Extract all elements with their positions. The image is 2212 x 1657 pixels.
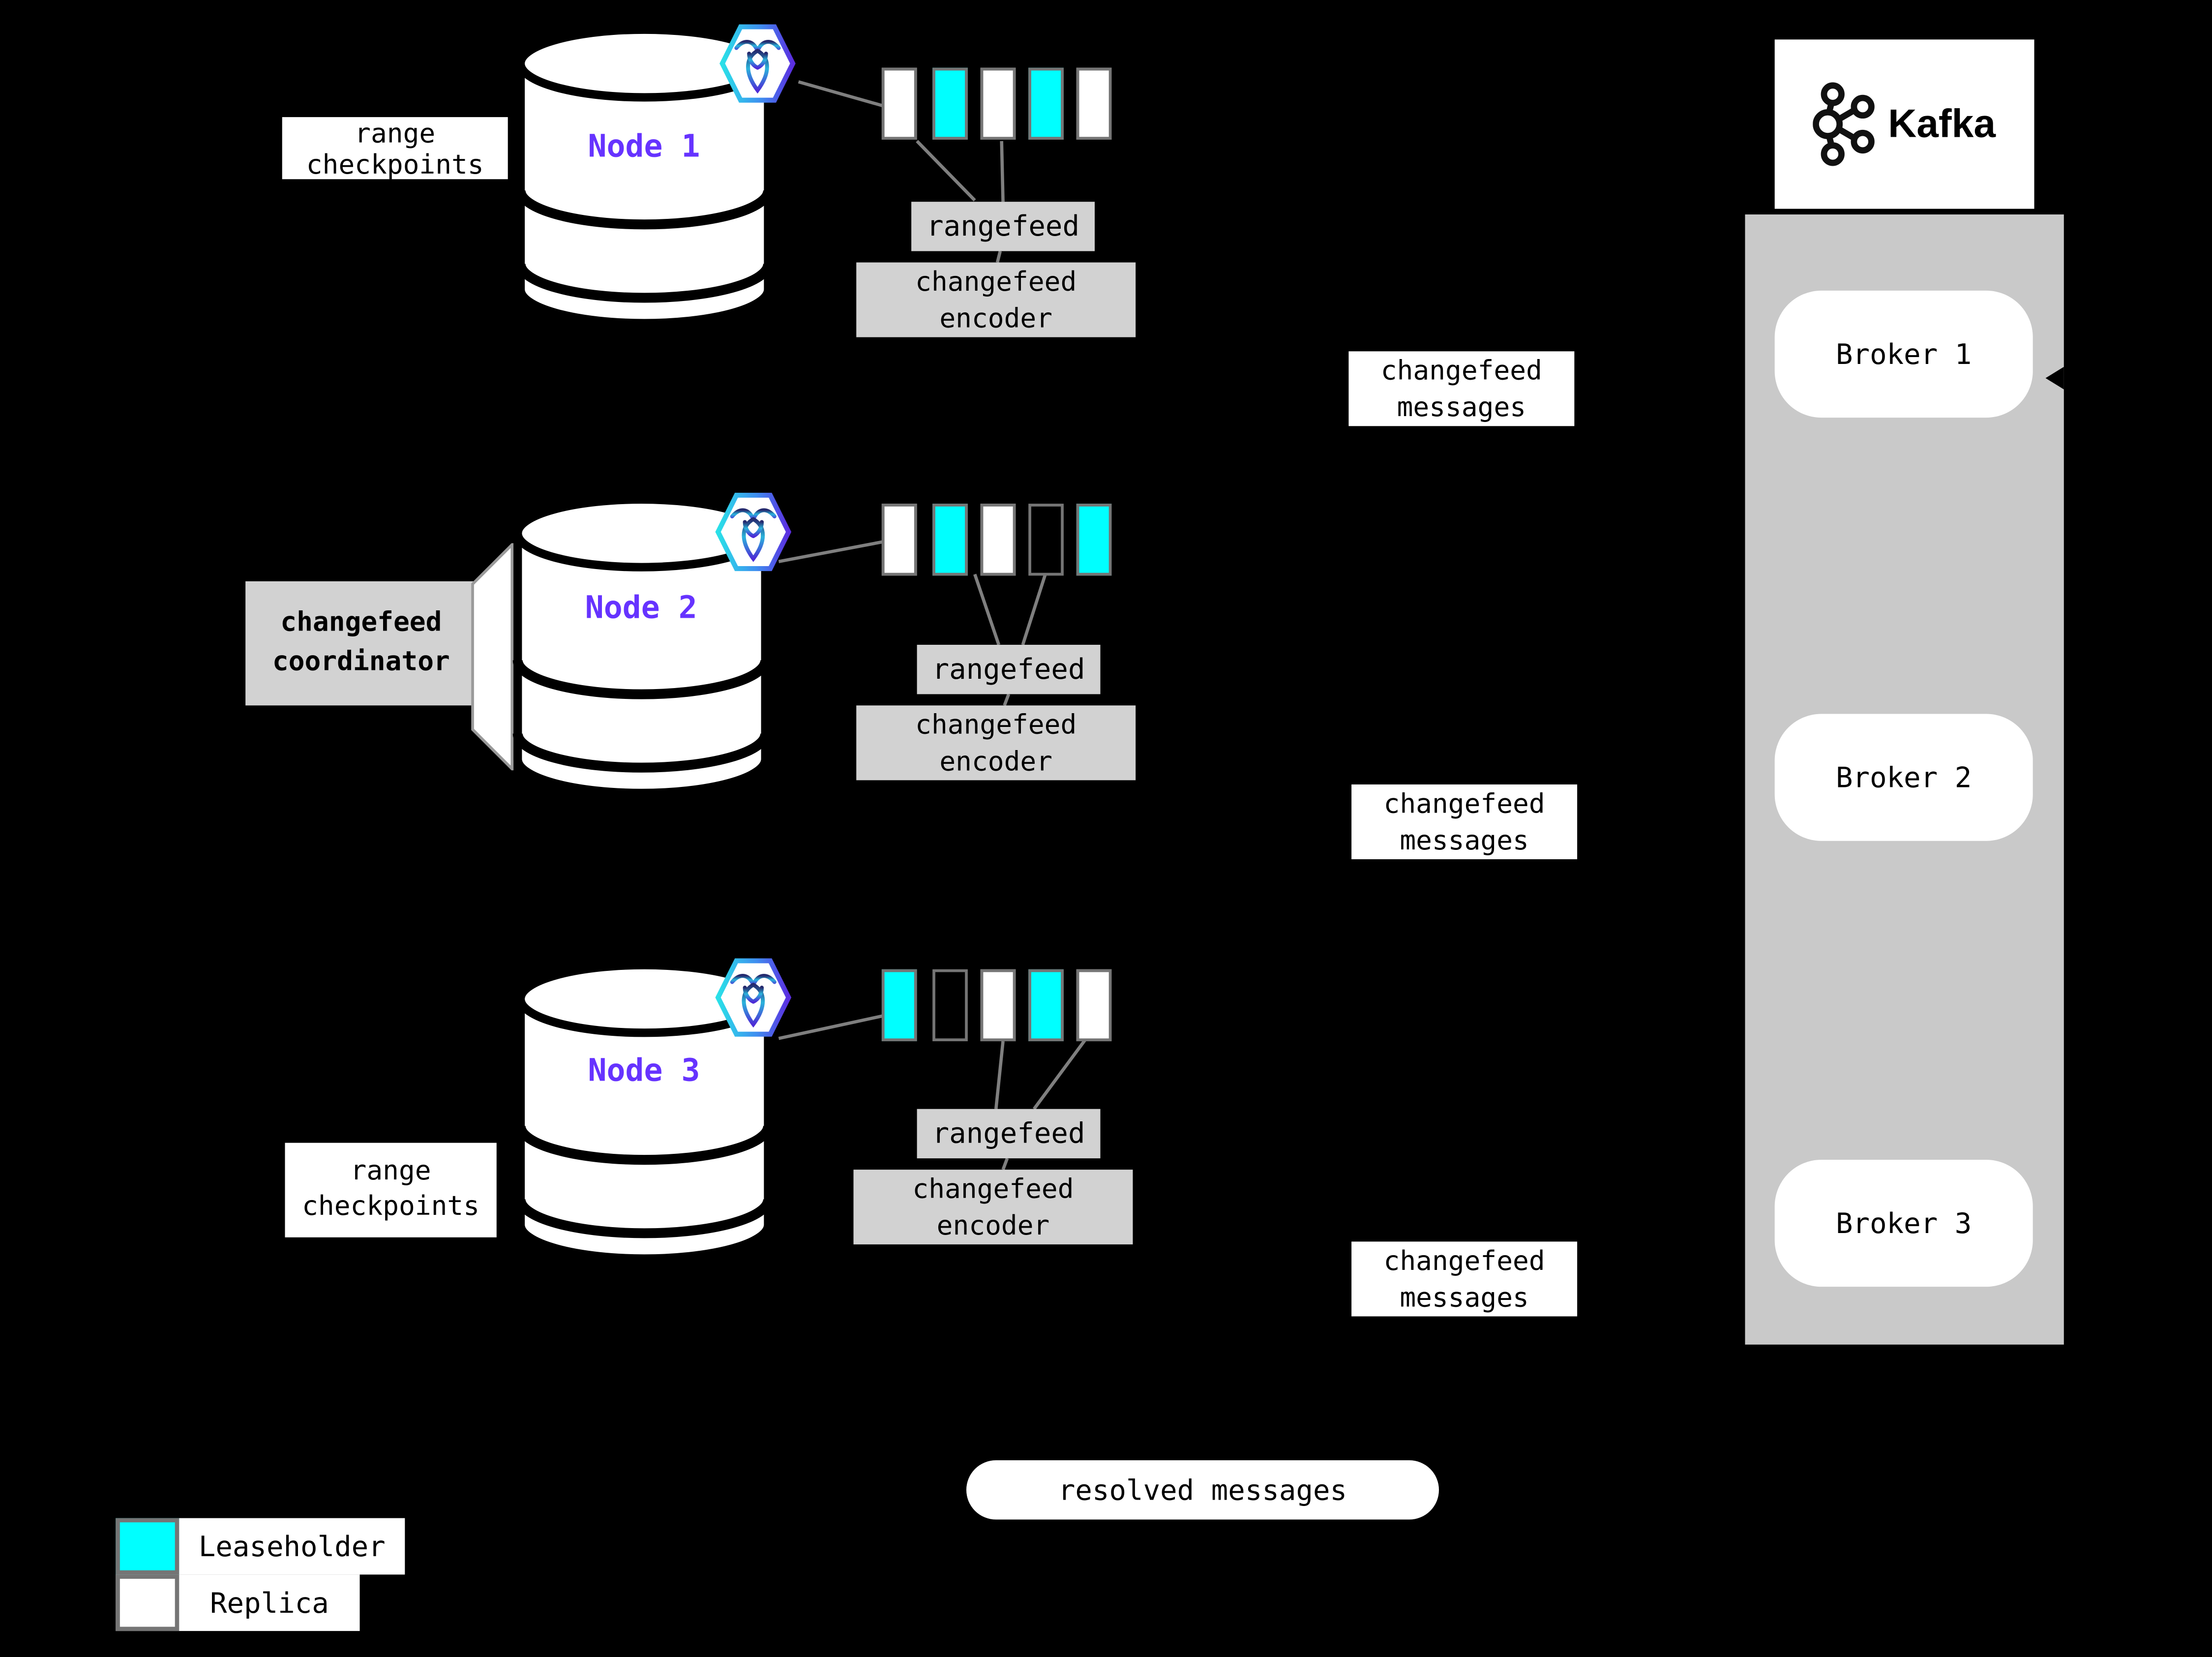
range-box <box>1028 969 1064 1042</box>
label-line: encoder <box>939 746 1053 778</box>
kafka-broker-1: Broker 1 <box>1774 290 2033 418</box>
legend-replica-swatch <box>116 1574 179 1631</box>
node2-label: Node 2 <box>585 591 697 627</box>
label-line: changefeed <box>915 267 1077 298</box>
range-box <box>1076 67 1112 140</box>
kafka-broker-container: Broker 1 Broker 2 Broker 3 <box>1745 214 2064 1345</box>
label-line: messages <box>1400 1282 1529 1314</box>
label-line: messages <box>1400 825 1529 857</box>
legend-leaseholder-label: Leaseholder <box>179 1518 405 1575</box>
coordinator-flag-shape <box>471 543 514 771</box>
range-box <box>1076 969 1112 1042</box>
range-box <box>932 67 968 140</box>
range-box <box>881 67 917 140</box>
range-box <box>980 969 1016 1042</box>
kafka-brand-text: Kafka <box>1888 101 1996 146</box>
label-line: changefeed <box>915 709 1077 741</box>
range-box <box>980 504 1016 576</box>
label-line: messages <box>1397 392 1526 423</box>
kafka-broker-3: Broker 3 <box>1774 1160 2033 1287</box>
changefeed-messages-label-3: changefeed messages <box>1351 1241 1578 1317</box>
range-checkpoints-label-top: range checkpoints <box>282 117 508 180</box>
range-box <box>1028 67 1064 140</box>
kafka-broker-2: Broker 2 <box>1774 714 2033 841</box>
label-line: encoder <box>936 1210 1050 1242</box>
label-line: range <box>355 118 436 150</box>
rangefeed-box-node3: rangefeed <box>917 1109 1101 1159</box>
kafka-logo-box: Kafka <box>1774 39 2034 209</box>
label-line: checkpoints <box>306 150 484 180</box>
label-line: changefeed <box>1380 355 1542 387</box>
changefeed-encoder-box-node2: changefeed encoder <box>856 705 1136 781</box>
range-box <box>980 67 1016 140</box>
node1-label: Node 1 <box>588 129 700 165</box>
changefeed-encoder-box-node1: changefeed encoder <box>856 262 1136 337</box>
rangefeed-box-node1: rangefeed <box>911 202 1095 251</box>
kafka-icon <box>1813 82 1875 166</box>
label-line: checkpoints <box>302 1191 480 1222</box>
changefeed-messages-label-1: changefeed messages <box>1348 351 1575 426</box>
node3-database-cylinder <box>515 961 774 1263</box>
cockroachdb-icon <box>715 492 792 572</box>
range-box <box>881 504 917 576</box>
label-line: changefeed <box>1383 788 1545 820</box>
label-line: coordinator <box>272 646 450 677</box>
range-checkpoints-label-bottom: range checkpoints <box>285 1143 497 1237</box>
label-line: range <box>350 1155 431 1187</box>
cockroachdb-icon <box>719 24 796 103</box>
rangefeed-box-node2: rangefeed <box>917 644 1101 694</box>
range-box <box>932 504 968 576</box>
range-box <box>881 969 917 1042</box>
legend-replica-label: Replica <box>179 1574 360 1631</box>
changefeed-coordinator-box: changefeed coordinator <box>245 581 477 706</box>
label-line: changefeed <box>280 606 442 638</box>
range-box <box>1076 504 1112 576</box>
changefeed-messages-label-2: changefeed messages <box>1351 784 1578 859</box>
range-box <box>1028 504 1064 576</box>
label-line: changefeed <box>912 1174 1074 1205</box>
range-box <box>932 969 968 1042</box>
changefeed-encoder-box-node3: changefeed encoder <box>853 1170 1133 1245</box>
arrowhead-into-kafka <box>2045 366 2064 390</box>
cockroachdb-icon <box>715 958 792 1037</box>
label-line: changefeed <box>1383 1245 1545 1277</box>
node2-database-cylinder <box>512 495 771 797</box>
resolved-messages-label: resolved messages <box>966 1460 1439 1520</box>
label-line: encoder <box>939 303 1053 334</box>
legend-leaseholder-swatch <box>116 1518 179 1575</box>
node1-database-cylinder <box>515 25 774 328</box>
node3-label: Node 3 <box>588 1054 700 1089</box>
